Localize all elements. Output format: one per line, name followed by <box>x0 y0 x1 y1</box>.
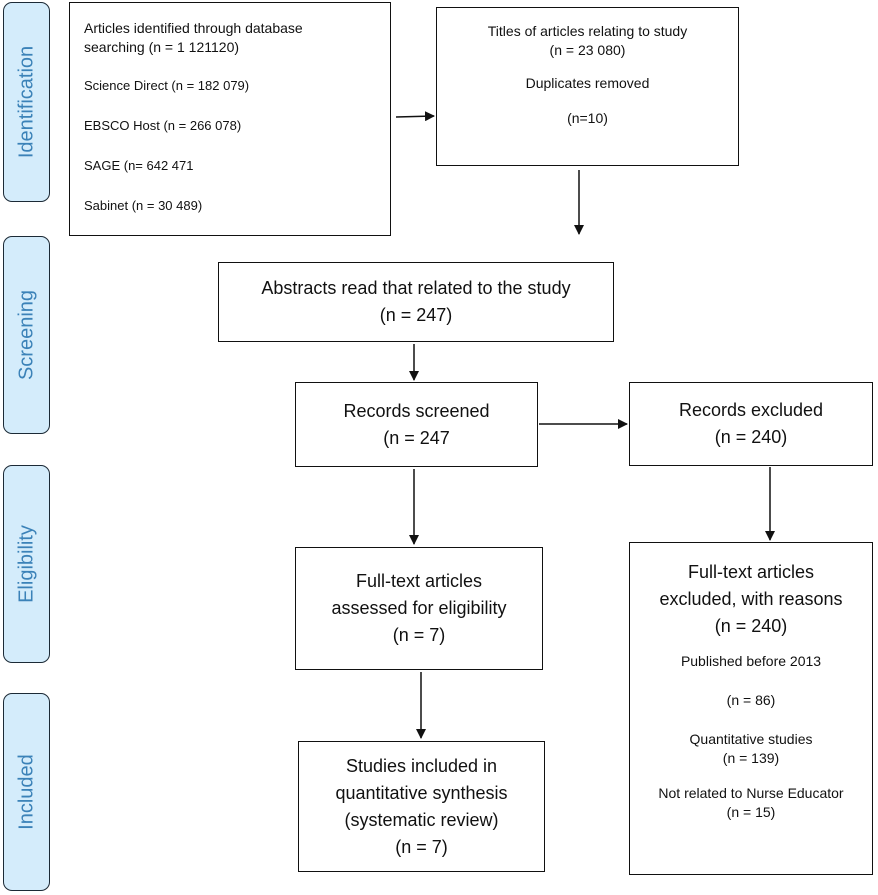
reason-quantitative-studies-count: (n = 139) <box>722 750 780 766</box>
stage-included: Included <box>3 693 50 891</box>
included-line4: (n = 7) <box>395 836 448 857</box>
db-search-line1: Articles identified through database <box>84 20 303 36</box>
db-search-line2: searching (n = 1 121120) <box>84 39 240 55</box>
fulltext-assessed-box: Full-text articles assessed for eligibil… <box>295 547 543 670</box>
titles-duplicates-box: Titles of articles relating to study (n … <box>436 7 739 166</box>
reason-not-nurse-educator: Not related to Nurse Educator <box>658 785 844 801</box>
abstracts-box: Abstracts read that related to the study… <box>218 262 614 342</box>
fulltext-line2: assessed for eligibility <box>331 598 507 618</box>
fulltext-excluded-box: Full-text articles excluded, with reason… <box>629 542 873 875</box>
studies-included-box: Studies included in quantitative synthes… <box>298 741 545 872</box>
stage-identification: Identification <box>3 2 50 202</box>
source-ebsco-host: EBSCO Host (n = 266 078) <box>84 118 242 133</box>
screened-line2: (n = 247 <box>383 427 450 448</box>
duplicates-label: Duplicates removed <box>525 75 650 91</box>
abstracts-line1: Abstracts read that related to the study <box>261 278 571 298</box>
reason-not-nurse-educator-count: (n = 15) <box>726 804 776 820</box>
stage-eligibility: Eligibility <box>3 465 50 663</box>
excluded-line2: (n = 240) <box>714 427 788 447</box>
source-sabinet: Sabinet (n = 30 489) <box>84 198 203 213</box>
database-search-box: Articles identified through database sea… <box>69 2 391 236</box>
duplicates-count: (n=10) <box>567 110 608 126</box>
titles-line1: Titles of articles relating to study <box>487 23 688 39</box>
fulltext-line3: (n = 7) <box>392 625 446 645</box>
records-screened-box: Records screened (n = 247 <box>295 382 538 467</box>
reason-published-before-2013-count: (n = 86) <box>726 692 776 708</box>
fulltext-excluded-line3: (n = 240) <box>714 616 788 636</box>
fulltext-excluded-line1: Full-text articles <box>687 562 815 582</box>
abstracts-line2: (n = 247) <box>379 305 453 325</box>
stage-screening: Screening <box>3 236 50 434</box>
titles-line2: (n = 23 080) <box>549 42 626 58</box>
excluded-line1: Records excluded <box>678 400 824 420</box>
source-science-direct: Science Direct (n = 182 079) <box>84 78 250 93</box>
reason-published-before-2013: Published before 2013 <box>680 653 822 669</box>
included-line3: (systematic review) <box>344 809 499 830</box>
screened-line1: Records screened <box>343 400 490 421</box>
fulltext-excluded-line2: excluded, with reasons <box>659 589 843 609</box>
source-sage: SAGE (n= 642 471 <box>84 158 194 173</box>
included-line2: quantitative synthesis <box>335 782 508 803</box>
fulltext-line1: Full-text articles <box>355 571 483 591</box>
included-line1: Studies included in <box>345 755 498 776</box>
records-excluded-box: Records excluded (n = 240) <box>629 382 873 466</box>
reason-quantitative-studies: Quantitative studies <box>689 731 813 747</box>
arrow-search-to-titles <box>395 111 435 122</box>
